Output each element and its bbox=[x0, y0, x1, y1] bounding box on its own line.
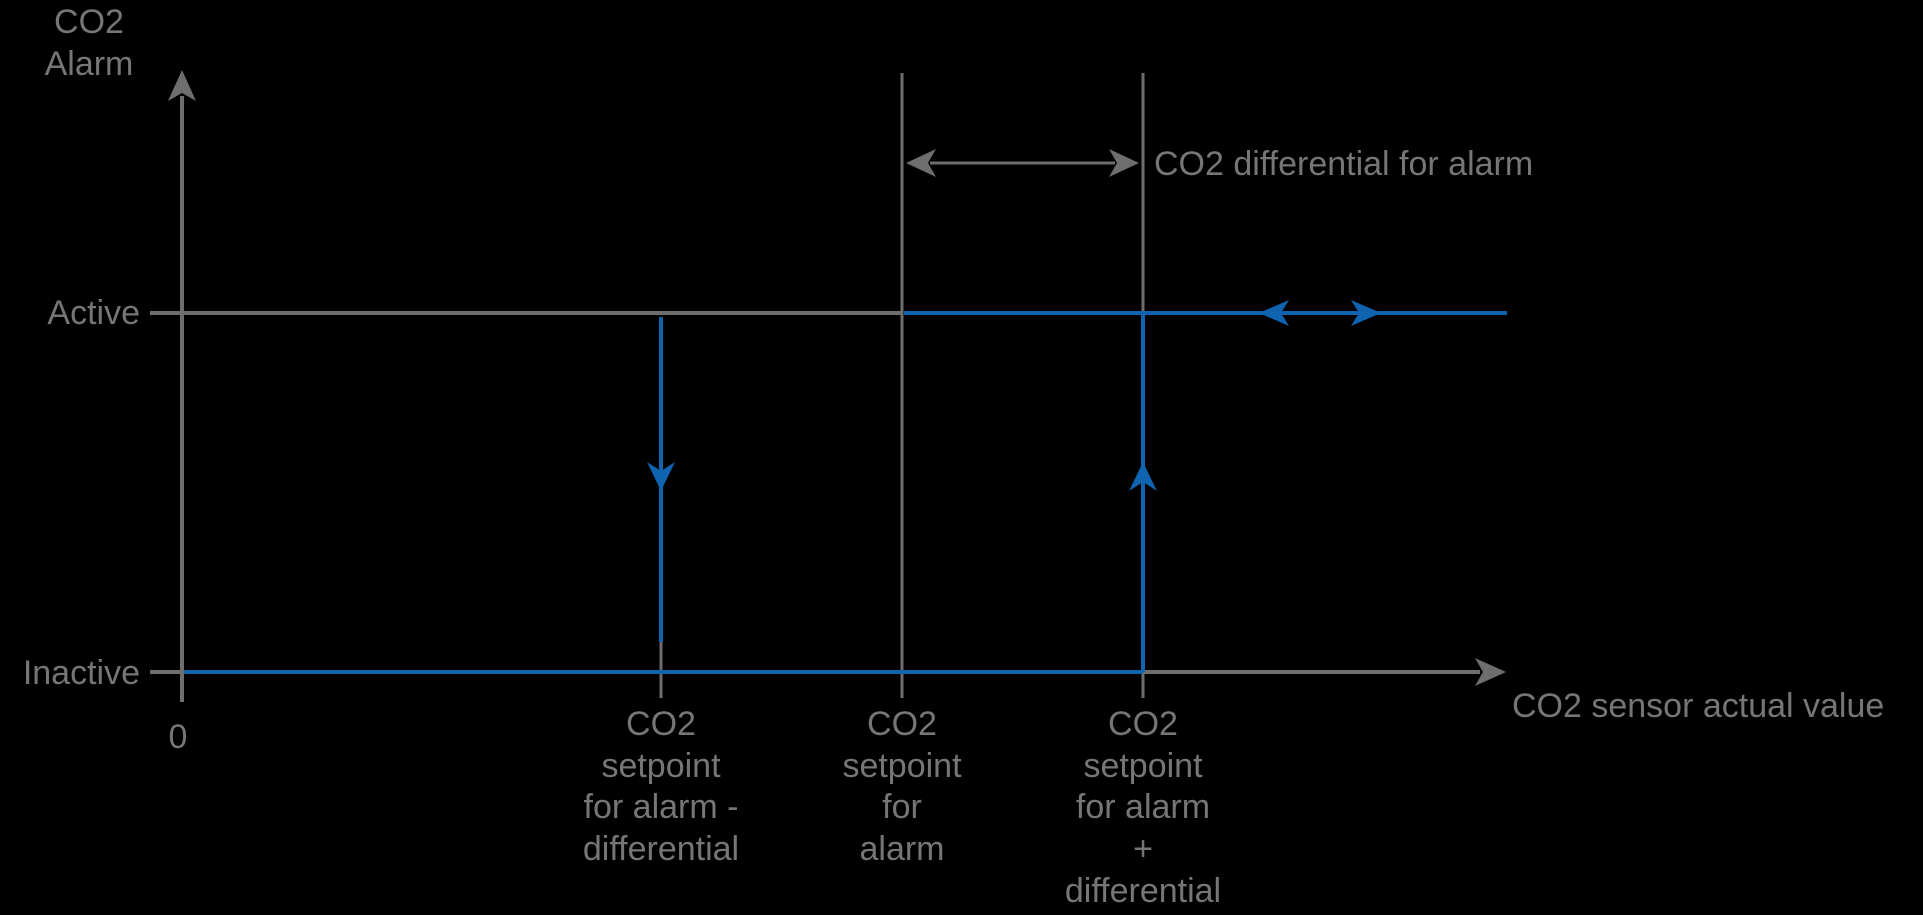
trace-direction-right-arrowhead-icon bbox=[1351, 300, 1381, 326]
x-axis-arrowhead-icon bbox=[1475, 658, 1506, 686]
xtick1-line1: CO2 bbox=[626, 705, 696, 743]
inactive-label: Inactive bbox=[23, 654, 140, 692]
xtick3-line2: setpoint bbox=[1083, 747, 1203, 785]
xtick-label-setpoint-plus-differential: CO2 setpoint for alarm + differential bbox=[1065, 705, 1221, 910]
y-axis-title-line2: Alarm bbox=[45, 45, 134, 83]
xtick2-line2: setpoint bbox=[842, 747, 962, 785]
xtick1-line4: differential bbox=[583, 830, 739, 868]
xtick-label-setpoint-minus-differential: CO2 setpoint for alarm - differential bbox=[583, 705, 739, 868]
xtick2-line4: alarm bbox=[859, 830, 944, 868]
differential-arrowhead-right-icon bbox=[1109, 149, 1139, 177]
differential-arrowhead-left-icon bbox=[906, 149, 936, 177]
xtick2-line3: for bbox=[882, 788, 922, 826]
xtick3-line5: differential bbox=[1065, 872, 1221, 910]
x-axis-title: CO2 sensor actual value bbox=[1512, 687, 1884, 725]
xtick2-line1: CO2 bbox=[867, 705, 937, 743]
y-axis-arrowhead-icon bbox=[168, 70, 196, 101]
xtick-label-setpoint: CO2 setpoint for alarm bbox=[842, 705, 962, 868]
active-label: Active bbox=[47, 294, 140, 332]
y-axis-title-line1: CO2 bbox=[54, 3, 124, 41]
xtick1-line2: setpoint bbox=[601, 747, 721, 785]
xtick3-line3: for alarm bbox=[1076, 788, 1210, 826]
trace-down-arrowhead-icon bbox=[647, 462, 675, 491]
trace-direction-left-arrowhead-icon bbox=[1259, 300, 1289, 326]
differential-label: CO2 differential for alarm bbox=[1154, 145, 1533, 183]
origin-label: 0 bbox=[169, 718, 188, 756]
trace-up-arrowhead-icon bbox=[1129, 462, 1157, 491]
xtick1-line3: for alarm - bbox=[584, 788, 739, 826]
xtick3-line1: CO2 bbox=[1108, 705, 1178, 743]
xtick3-line4: + bbox=[1133, 830, 1153, 868]
